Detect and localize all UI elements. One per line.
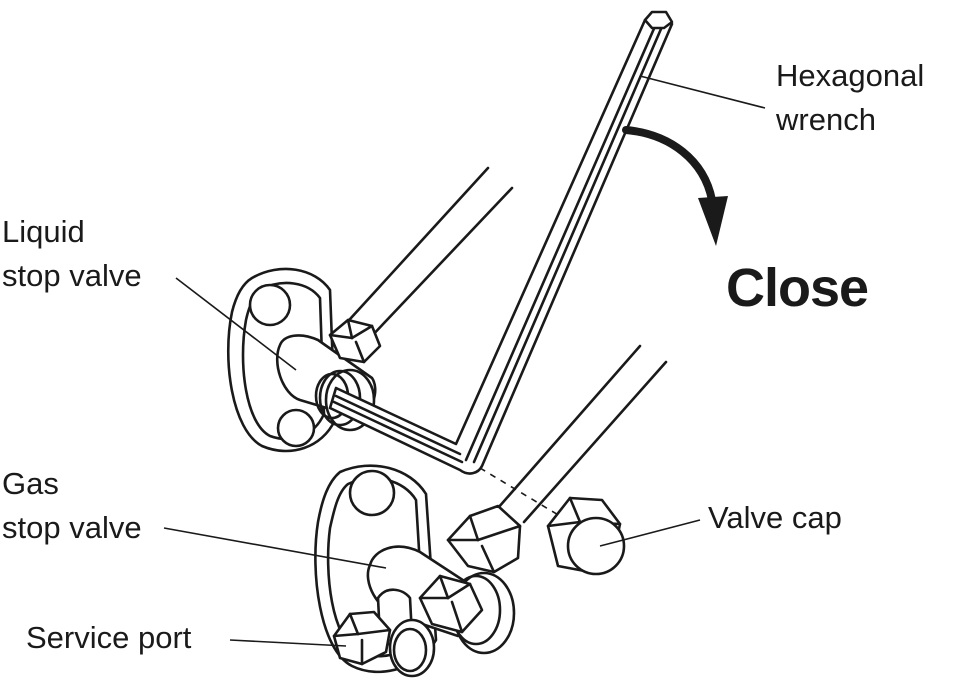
gas-pipe: [496, 344, 668, 524]
leader-lines: [163, 75, 766, 647]
leader-gas-valve: [163, 527, 387, 569]
close-direction-arrow: [622, 126, 728, 246]
service-port-label: Service port: [26, 620, 192, 655]
leader-liquid-valve: [175, 277, 297, 371]
liquid-pipe: [338, 166, 514, 342]
service-port: [332, 588, 436, 678]
leader-valve-cap: [599, 519, 701, 547]
valve-cap: [546, 496, 626, 576]
liquid-stop-valve-label: Liquid stop valve: [2, 214, 142, 293]
liquid-stop-valve: [226, 267, 382, 453]
close-direction-label: Close: [726, 258, 869, 318]
leader-service-port: [229, 639, 347, 647]
hexagonal-wrench-label: Hexagonal wrench: [776, 58, 925, 137]
leader-hex-wrench: [639, 75, 766, 109]
gas-stop-valve-label: Gas stop valve: [2, 466, 142, 545]
hexagonal-wrench: [328, 10, 674, 517]
valve-cap-label: Valve cap: [708, 500, 842, 535]
